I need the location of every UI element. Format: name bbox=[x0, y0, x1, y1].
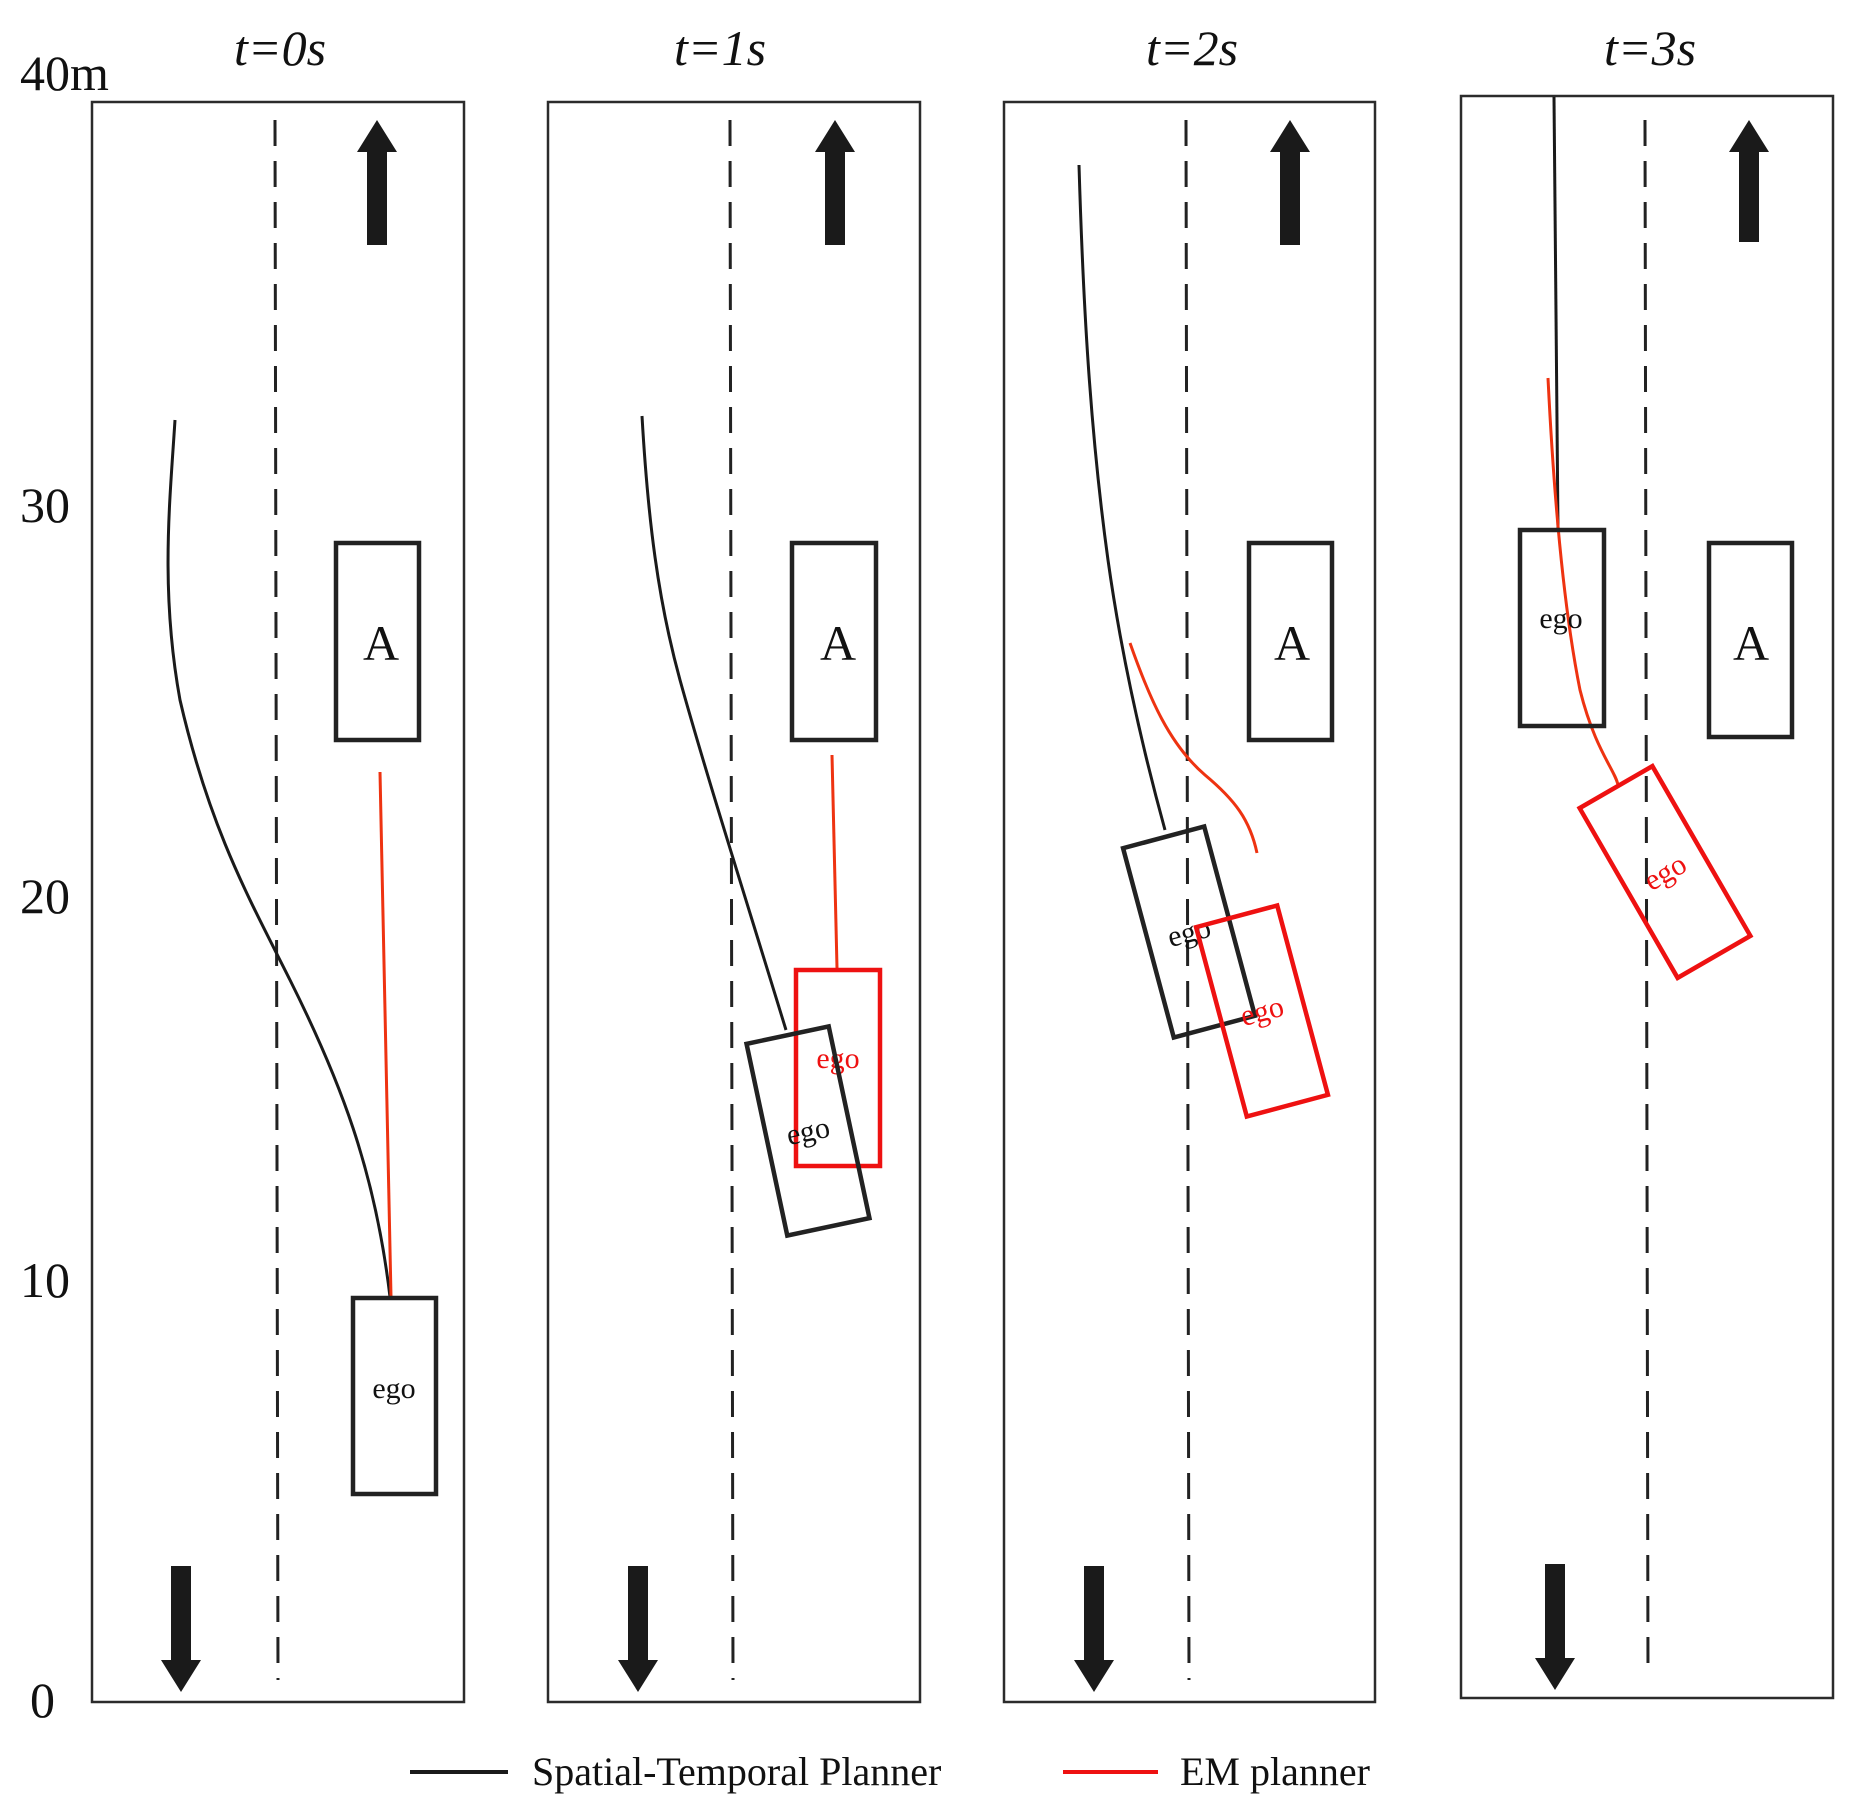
up-arrow-icon bbox=[815, 120, 855, 245]
panel-title: t=1s bbox=[674, 20, 766, 76]
road-box bbox=[90, 100, 466, 1704]
y-tick-label: 30 bbox=[20, 477, 70, 533]
legend: Spatial-Temporal Planner EM planner bbox=[410, 1749, 1370, 1794]
lane-divider bbox=[1643, 119, 1650, 1676]
panel-t1: t=1s A ego ego bbox=[546, 20, 922, 1704]
ego-vehicle-em-planner bbox=[1576, 763, 1754, 981]
lane-divider bbox=[273, 119, 280, 1681]
ego-label: ego bbox=[1164, 911, 1214, 954]
obstacle-vehicle bbox=[1246, 540, 1335, 743]
y-tick-label: 20 bbox=[20, 868, 70, 924]
spatial-temporal-trajectory bbox=[166, 419, 392, 1298]
ego-label: ego bbox=[1638, 847, 1692, 897]
panel-t2: t=2s A ego ego bbox=[1002, 20, 1377, 1704]
obstacle-label: A bbox=[1274, 615, 1310, 671]
ego-label: ego bbox=[783, 1111, 832, 1152]
ego-vehicle-em-planner bbox=[1193, 902, 1331, 1120]
y-tick-label: 10 bbox=[20, 1252, 70, 1308]
obstacle-label: A bbox=[363, 615, 399, 671]
spatial-temporal-trajectory bbox=[1077, 164, 1167, 831]
ego-vehicle-spatial-temporal bbox=[1120, 823, 1258, 1041]
obstacle-vehicle bbox=[333, 540, 422, 743]
y-tick-label: 40m bbox=[20, 45, 109, 101]
lane-divider bbox=[728, 119, 735, 1681]
panel-title: t=2s bbox=[1146, 20, 1238, 76]
panel-t0: t=0s A ego bbox=[90, 20, 466, 1704]
em-planner-trajectory bbox=[1546, 377, 1620, 786]
ego-label: ego bbox=[372, 1372, 415, 1405]
lane-divider bbox=[1184, 119, 1191, 1681]
panel-t3: t=3s A ego ego bbox=[1459, 20, 1835, 1700]
up-arrow-icon bbox=[357, 120, 397, 245]
down-arrow-icon bbox=[1074, 1566, 1114, 1692]
panel-title: t=0s bbox=[234, 20, 326, 76]
y-tick-label: 0 bbox=[30, 1672, 55, 1728]
up-arrow-icon bbox=[1270, 120, 1310, 245]
ego-vehicle-spatial-temporal bbox=[350, 1295, 439, 1497]
ego-label: ego bbox=[1539, 602, 1582, 635]
obstacle-label: A bbox=[820, 615, 856, 671]
spatial-temporal-trajectory bbox=[1552, 96, 1560, 531]
obstacle-vehicle bbox=[1706, 540, 1795, 740]
legend-label-em-planner: EM planner bbox=[1180, 1749, 1370, 1794]
ego-vehicle-em-planner bbox=[793, 967, 883, 1169]
ego-vehicle-spatial-temporal bbox=[1517, 527, 1607, 729]
road-box bbox=[1459, 94, 1835, 1700]
down-arrow-icon bbox=[618, 1566, 658, 1692]
spatial-temporal-trajectory bbox=[640, 415, 788, 1031]
road-box bbox=[1002, 100, 1377, 1704]
em-planner-trajectory bbox=[1128, 642, 1259, 854]
up-arrow-icon bbox=[1729, 120, 1769, 242]
em-planner-trajectory bbox=[830, 754, 839, 969]
road-box bbox=[546, 100, 922, 1704]
obstacle-vehicle bbox=[789, 540, 879, 743]
legend-label-spatial-temporal: Spatial-Temporal Planner bbox=[532, 1749, 941, 1794]
em-planner-trajectory bbox=[378, 771, 393, 1298]
down-arrow-icon bbox=[161, 1566, 201, 1692]
panel-title: t=3s bbox=[1604, 20, 1696, 76]
obstacle-label: A bbox=[1733, 615, 1769, 671]
ego-label: ego bbox=[1237, 990, 1287, 1033]
ego-vehicle-spatial-temporal bbox=[743, 1023, 873, 1239]
y-axis: 40m 30 20 10 0 bbox=[20, 45, 109, 1728]
down-arrow-icon bbox=[1535, 1564, 1575, 1690]
